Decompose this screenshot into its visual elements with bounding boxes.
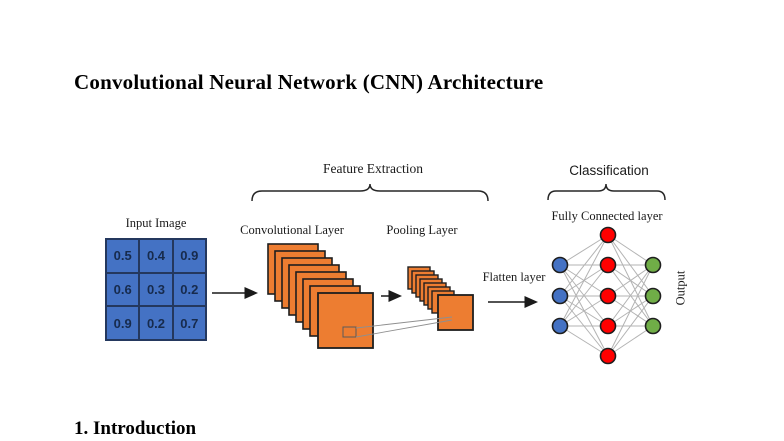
pooling-kernel-window xyxy=(342,326,357,338)
grid-cell: 0.2 xyxy=(140,307,172,339)
grid-cell: 0.4 xyxy=(140,240,172,272)
section-heading: 1. Introduction xyxy=(74,418,197,439)
convolutional-layer-stack xyxy=(267,243,374,349)
conv-feature-map-front xyxy=(317,292,374,349)
edge-hidden-output xyxy=(607,234,654,266)
input-node xyxy=(551,256,569,274)
grid-cell: 0.9 xyxy=(173,240,205,272)
grid-cell: 0.2 xyxy=(173,273,205,306)
grid-cell: 0.9 xyxy=(107,307,139,339)
convolutional-layer-label: Convolutional Layer xyxy=(240,223,344,237)
grid-cell: 0.5 xyxy=(107,240,139,272)
hidden-node xyxy=(599,287,617,305)
edge-hidden-output xyxy=(607,264,654,327)
edge-input-hidden xyxy=(559,234,609,327)
grid-cell: 0.7 xyxy=(173,307,205,339)
pooling-layer-stack xyxy=(407,266,474,331)
edge-hidden-output xyxy=(607,325,654,357)
fully-connected-layer-label: Fully Connected layer xyxy=(551,209,663,223)
document-title: Convolutional Neural Network (CNN) Archi… xyxy=(74,70,544,94)
edge-input-hidden xyxy=(559,264,609,327)
hidden-node xyxy=(599,347,617,365)
output-node xyxy=(644,287,662,305)
feature-extraction-brace xyxy=(251,183,489,202)
edge-input-hidden xyxy=(559,234,609,297)
output-node xyxy=(644,317,662,335)
hidden-node xyxy=(599,317,617,335)
input-node xyxy=(551,287,569,305)
input-node xyxy=(551,317,569,335)
classification-brace xyxy=(547,183,666,201)
edge-hidden-output xyxy=(607,264,654,297)
input-image-grid: 0.5 0.4 0.9 0.6 0.3 0.2 0.9 0.2 0.7 xyxy=(105,238,207,341)
input-image-label: Input Image xyxy=(125,216,187,230)
network-nodes xyxy=(551,226,662,365)
edge-hidden-output xyxy=(607,295,654,357)
edge-input-hidden xyxy=(559,325,609,357)
edge-input-hidden xyxy=(559,234,609,266)
projection-line xyxy=(355,319,453,338)
classification-label: Classification xyxy=(569,163,649,178)
edge-input-hidden xyxy=(559,295,609,327)
hidden-node xyxy=(599,226,617,244)
output-node xyxy=(644,256,662,274)
hidden-node xyxy=(599,256,617,274)
pooling-projection-lines xyxy=(355,316,453,338)
grid-cell: 0.6 xyxy=(107,273,139,306)
feature-extraction-label: Feature Extraction xyxy=(322,161,424,176)
network-edges xyxy=(559,234,654,357)
projection-line xyxy=(355,316,453,329)
pool-feature-map-front xyxy=(437,294,474,331)
pooling-layer-label: Pooling Layer xyxy=(386,223,458,237)
flatten-layer-label: Flatten layer xyxy=(482,270,546,284)
output-label: Output xyxy=(673,270,688,306)
grid-cell: 0.3 xyxy=(140,273,172,306)
edge-hidden-output xyxy=(607,264,654,357)
